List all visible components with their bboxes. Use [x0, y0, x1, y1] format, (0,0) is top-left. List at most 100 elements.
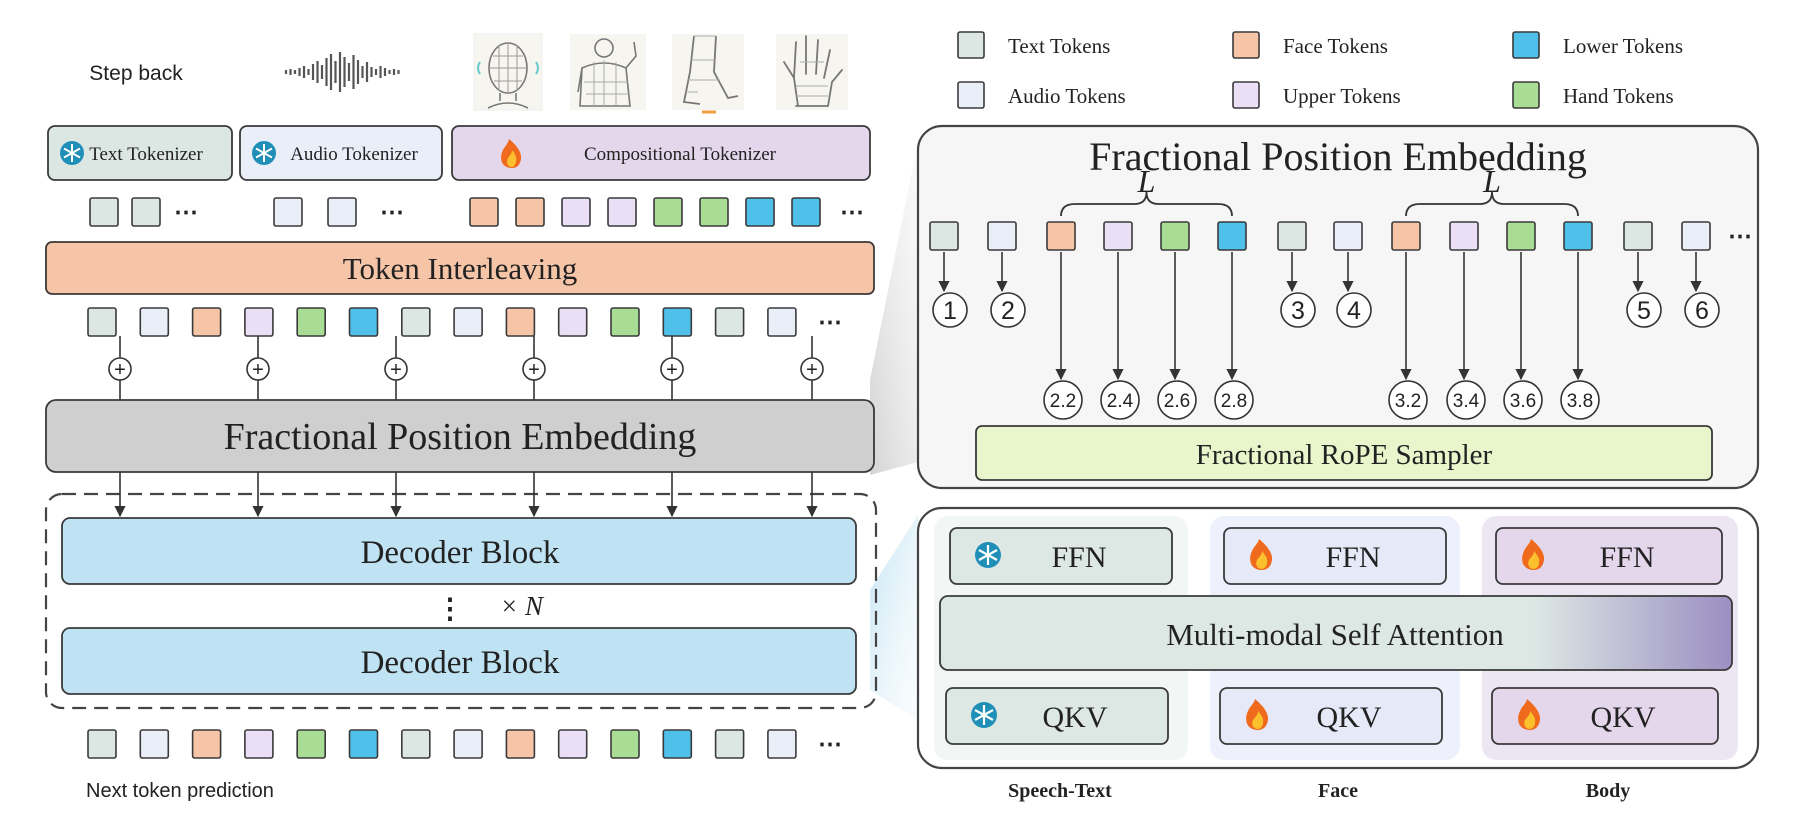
token-lower	[348, 729, 379, 759]
fpe-token-lower	[1217, 221, 1247, 251]
token-lower	[348, 307, 379, 337]
position-circle	[1388, 380, 1428, 420]
column-label-body: Body	[1586, 780, 1630, 802]
position-add-row: ++++++	[108, 336, 824, 400]
ffn-box	[1223, 527, 1447, 585]
legend-label-face: Face Tokens	[1283, 34, 1388, 58]
token-text	[87, 729, 117, 759]
lower-body-icon	[672, 34, 744, 114]
zoom-projection-decoder	[870, 515, 918, 720]
flame-icon	[1250, 539, 1273, 570]
position-value: 1	[943, 297, 957, 325]
token-text	[87, 307, 117, 337]
group-length-label: L	[1137, 163, 1156, 199]
fpe-label: Fractional Position Embedding	[224, 416, 697, 458]
legend-label-audio: Audio Tokens	[1008, 84, 1126, 108]
ellipsis: ⋯	[380, 200, 404, 226]
decoder-block-2	[61, 627, 857, 695]
snowflake-icon	[971, 702, 997, 728]
ffn-label: FFN	[1051, 541, 1106, 574]
token-upper	[244, 729, 274, 759]
position-circle	[1280, 292, 1316, 328]
hand-icon	[776, 34, 848, 110]
ellipsis: ⋯	[818, 732, 842, 758]
token-upper	[561, 197, 591, 227]
fpe-to-decoder-arrows	[114, 472, 818, 518]
token-lower	[791, 197, 821, 227]
fpe-token-text	[1277, 221, 1307, 251]
tokenizer-output-row: ⋯⋯⋯	[89, 197, 864, 227]
token-hand	[699, 197, 729, 227]
fpe-token-upper	[1103, 221, 1133, 251]
zoom-projection-fpe	[870, 142, 918, 475]
group-brace	[1060, 191, 1233, 217]
token-text	[714, 729, 745, 759]
fpe-token-hand	[1160, 221, 1190, 251]
token-face	[505, 729, 536, 759]
legend-swatch-text	[957, 31, 985, 59]
ffn-box	[949, 527, 1173, 585]
fractional-rope-sampler-label: Fractional RoPE Sampler	[1196, 439, 1493, 471]
position-circle	[1503, 380, 1543, 420]
prediction-token-row: ⋯	[87, 729, 842, 759]
fpe-token-hand	[1506, 221, 1536, 251]
position-value: 2	[1001, 297, 1015, 325]
position-circle	[1560, 380, 1600, 420]
fpe-token-text	[1623, 221, 1653, 251]
position-circle	[1446, 380, 1486, 420]
fpe-token-face	[1046, 221, 1076, 251]
fpe-detail-title: Fractional Position Embedding	[1089, 134, 1587, 179]
token-hand	[653, 197, 683, 227]
decoder-block-2-label: Decoder Block	[361, 645, 560, 681]
token-audio	[767, 729, 797, 759]
token-text	[89, 197, 119, 227]
token-interleaving-box	[45, 241, 875, 295]
token-interleaving-label: Token Interleaving	[343, 251, 578, 286]
token-face	[469, 197, 499, 227]
decoder-block-1-label: Decoder Block	[361, 535, 560, 571]
position-circle	[1043, 380, 1083, 420]
token-audio	[453, 729, 483, 759]
token-upper	[607, 197, 637, 227]
text-tokenizer-snowflake-icon	[60, 141, 84, 165]
legend-label-lower: Lower Tokens	[1563, 34, 1683, 58]
qkv-label: QKV	[1591, 701, 1656, 734]
token-face	[515, 197, 545, 227]
repeat-count-label: × N	[500, 591, 545, 621]
fpe-token-upper	[1449, 221, 1479, 251]
decoder-stack-frame	[44, 492, 878, 710]
fpe-token-audio	[1333, 221, 1363, 251]
qkv-box	[945, 687, 1169, 745]
token-audio	[767, 307, 797, 337]
token-upper	[244, 307, 274, 337]
token-face	[191, 729, 222, 759]
position-value: 2.8	[1221, 391, 1247, 412]
compositional-tokenizer-box	[451, 125, 871, 181]
position-circle	[1626, 292, 1662, 328]
position-circle	[1684, 292, 1720, 328]
ellipsis: ⋯	[174, 200, 198, 226]
fpe-token-audio	[1681, 221, 1711, 251]
group-length-label: L	[1482, 163, 1501, 199]
plus-sign: +	[528, 359, 540, 381]
plus-sign: +	[114, 359, 126, 381]
token-hand	[610, 307, 640, 337]
plus-sign: +	[390, 359, 402, 381]
position-circle	[1157, 380, 1197, 420]
qkv-box	[1219, 687, 1443, 745]
token-upper	[557, 307, 588, 337]
token-audio	[139, 307, 170, 337]
token-upper	[557, 729, 588, 759]
legend-swatch-face	[1232, 31, 1260, 59]
position-value: 3.8	[1567, 391, 1593, 412]
audio-tokenizer-box	[239, 125, 443, 181]
step-back-label: Step back	[89, 62, 183, 85]
flame-icon	[1246, 699, 1269, 730]
position-value: 3	[1291, 297, 1305, 325]
token-audio	[139, 729, 170, 759]
token-lower	[662, 307, 693, 337]
